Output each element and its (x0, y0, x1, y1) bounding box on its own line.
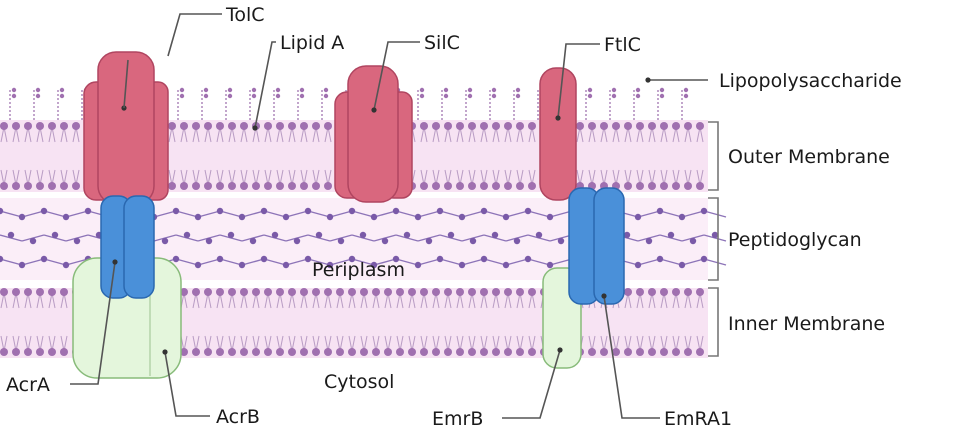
lps-label: Lipopolysaccharide (719, 70, 902, 92)
outer-membrane-bracket (708, 121, 719, 191)
silc-protein (334, 65, 413, 203)
ftlc-leader (557, 43, 600, 119)
emra1-leader (603, 295, 660, 419)
emra1-protein (568, 187, 625, 305)
emra1-label: EmRA1 (664, 408, 732, 430)
acra-label: AcrA (6, 374, 50, 396)
acra-protein (100, 195, 155, 299)
tolc-protein (83, 51, 169, 205)
ftlc-label: FtlC (604, 34, 641, 56)
tolc-leader (167, 13, 222, 57)
inner-membrane-bracket (708, 287, 719, 357)
cytosol-label: Cytosol (324, 371, 394, 393)
acrb-leader (164, 351, 210, 417)
peptidoglycan-label: Peptidoglycan (728, 229, 862, 251)
lipid-a-label: Lipid A (280, 32, 344, 54)
tolc-label: TolC (225, 4, 265, 26)
outer-membrane-label: Outer Membrane (728, 146, 890, 168)
peptidoglycan-bracket (708, 197, 719, 281)
acra-leader (70, 261, 116, 385)
emrb-label: EmrB (432, 408, 483, 430)
acrb-label: AcrB (216, 406, 260, 428)
inner-membrane-label: Inner Membrane (728, 313, 885, 335)
silc-label: SilC (424, 32, 460, 54)
periplasm-label: Periplasm (312, 259, 405, 281)
ftlc-protein (539, 67, 577, 201)
silc-leader (373, 41, 420, 111)
lipid-a-leader (254, 41, 276, 129)
emrb-leader (502, 349, 561, 419)
